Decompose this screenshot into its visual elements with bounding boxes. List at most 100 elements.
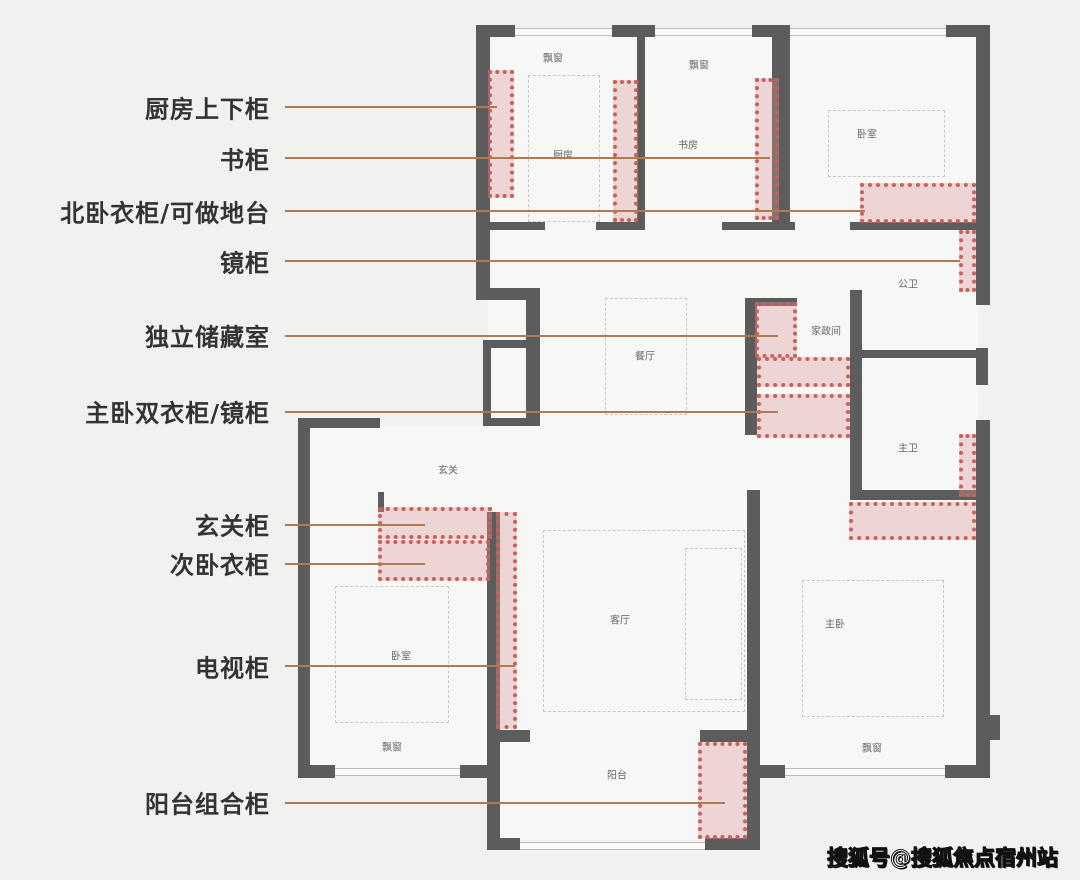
wall xyxy=(637,37,645,227)
wall xyxy=(745,298,757,435)
wall xyxy=(483,340,540,348)
callout-foyer-cabinet: 玄关柜 xyxy=(195,512,270,541)
floor-balcony xyxy=(498,740,750,840)
wall xyxy=(722,222,795,230)
tv-cabinet xyxy=(496,512,517,729)
wall xyxy=(378,492,384,512)
window xyxy=(335,768,460,776)
wall xyxy=(747,490,760,850)
balcony-combo-cabinet xyxy=(698,742,747,839)
room-study: 书房 xyxy=(678,140,698,152)
wall xyxy=(850,490,976,500)
kitchen-counter xyxy=(528,75,600,222)
callout-north-wardrobe: 北卧衣柜/可做地台 xyxy=(60,199,270,228)
leader-line xyxy=(285,210,865,212)
room-balcony: 阳台 xyxy=(607,770,627,782)
window xyxy=(515,28,612,36)
leader-line xyxy=(285,411,778,413)
foyer-cabinet xyxy=(378,507,492,539)
wall xyxy=(526,288,540,426)
wall xyxy=(487,730,530,742)
callout-mirror-cabinet: 镜柜 xyxy=(220,249,270,278)
leader-line xyxy=(285,665,515,667)
room-living: 客厅 xyxy=(610,615,630,627)
wall xyxy=(298,765,335,778)
wall xyxy=(476,288,540,300)
room-north-bedroom: 卧室 xyxy=(857,129,877,141)
leader-line xyxy=(285,802,725,804)
room-master-bath: 主卫 xyxy=(898,443,918,455)
wall xyxy=(612,25,655,37)
second-bed xyxy=(335,586,449,723)
kitchen-cabinet xyxy=(488,70,514,198)
north-bed xyxy=(828,110,945,177)
wall xyxy=(487,838,520,850)
window xyxy=(790,28,946,36)
callout-kitchen-cabinets: 厨房上下柜 xyxy=(145,95,270,124)
wall xyxy=(483,340,491,426)
watermark: 搜狐号@搜狐焦点宿州站 xyxy=(827,846,1059,871)
wall xyxy=(752,25,790,37)
callout-balcony-cabinet: 阳台组合柜 xyxy=(145,790,270,819)
wall xyxy=(298,418,310,778)
room-utility: 家政间 xyxy=(811,326,841,338)
callout-storage-room: 独立储藏室 xyxy=(145,323,270,352)
master-bed xyxy=(802,580,944,717)
second-bedroom-wardrobe xyxy=(378,540,490,581)
leader-line xyxy=(285,335,778,337)
leader-line xyxy=(285,563,425,565)
window xyxy=(520,842,705,850)
wall xyxy=(483,418,540,426)
wall xyxy=(700,730,760,742)
floor-north xyxy=(488,36,978,496)
wall xyxy=(488,222,545,230)
wall xyxy=(476,25,490,300)
storage-room xyxy=(755,302,797,358)
master-bedroom-wardrobe xyxy=(849,502,976,540)
room-public-bath: 公卫 xyxy=(898,279,918,291)
window xyxy=(655,28,752,36)
room-bay-window: 飘窗 xyxy=(543,53,563,65)
leader-line xyxy=(285,106,497,108)
room-bay-window: 飘窗 xyxy=(689,60,709,72)
callout-master-wardrobe: 主卧双衣柜/镜柜 xyxy=(85,399,270,428)
wall xyxy=(757,765,785,778)
wall xyxy=(476,25,515,37)
north-bedroom-wardrobe xyxy=(860,183,976,223)
leader-line xyxy=(285,524,425,526)
wall xyxy=(976,348,988,385)
master-bath-mirror-cabinet xyxy=(959,434,976,497)
wall xyxy=(976,25,990,305)
kitchen-tall-cabinet xyxy=(613,80,638,222)
leader-line xyxy=(285,260,960,262)
room-second-bedroom: 卧室 xyxy=(391,651,411,663)
floor-south xyxy=(308,426,978,771)
living-rug xyxy=(543,530,745,712)
wall xyxy=(945,765,990,778)
room-bay-window: 飘窗 xyxy=(862,743,882,755)
wall xyxy=(705,838,760,850)
room-master-bedroom: 主卧 xyxy=(825,619,845,631)
room-kitchen: 厨房 xyxy=(553,150,573,162)
wall xyxy=(988,715,1000,740)
dining-table xyxy=(605,298,687,415)
storage-room-lower xyxy=(757,357,850,387)
bookcase xyxy=(755,78,779,220)
wall xyxy=(862,350,976,358)
callout-second-wardrobe: 次卧衣柜 xyxy=(170,551,270,580)
wall xyxy=(298,418,380,428)
wall xyxy=(850,290,862,500)
public-bath-mirror-cabinet xyxy=(959,230,976,292)
wall xyxy=(596,222,645,230)
leader-line xyxy=(285,157,770,159)
room-bay-window: 飘窗 xyxy=(382,742,402,754)
room-foyer: 玄关 xyxy=(438,465,458,477)
sofa xyxy=(685,548,742,700)
window xyxy=(785,768,945,776)
master-double-wardrobe xyxy=(757,394,850,438)
callout-tv-cabinet: 电视柜 xyxy=(195,654,270,683)
wall xyxy=(976,420,990,778)
room-dining: 餐厅 xyxy=(635,351,655,363)
wall xyxy=(850,222,976,230)
